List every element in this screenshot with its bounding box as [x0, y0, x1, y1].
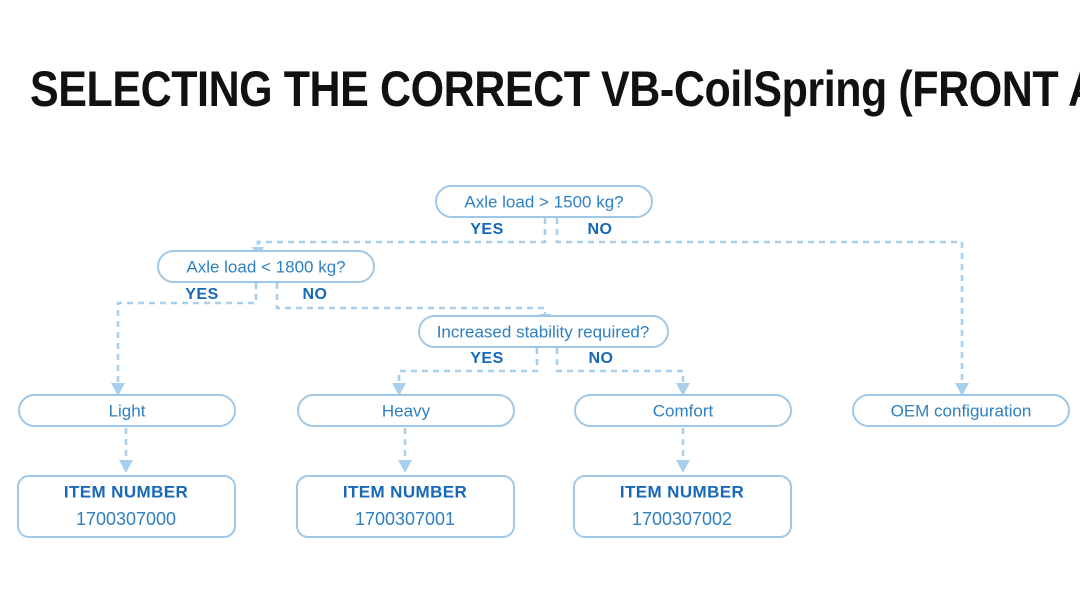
page-title: SELECTING THE CORRECT VB-CoilSpring (FRO… — [30, 61, 1080, 117]
edge-light-to-item-arrowhead — [119, 460, 133, 473]
item-number-card-light-box[interactable] — [17, 475, 236, 538]
item-number-card-heavy-value: 1700307001 — [355, 509, 455, 529]
item-number-card-light[interactable]: ITEM NUMBER 1700307000 — [17, 475, 236, 538]
decision-node-1-yes-label: YES — [470, 221, 504, 238]
edge-d2-no-to-d3 — [275, 283, 547, 318]
result-node-comfort-label: Comfort — [653, 401, 714, 420]
edge-d2-yes-arrowhead — [111, 383, 125, 396]
edge-comfort-to-item-arrowhead — [676, 460, 690, 473]
decision-node-2-label: Axle load < 1800 kg? — [186, 257, 345, 276]
result-node-oem[interactable]: OEM configuration — [852, 394, 1070, 427]
decision-node-increased-stability[interactable]: Increased stability required? — [418, 315, 669, 348]
item-number-card-comfort-label: ITEM NUMBER — [620, 482, 744, 501]
item-number-card-comfort-box[interactable] — [573, 475, 792, 538]
edge-d1-yes-to-d2 — [256, 218, 547, 251]
result-node-comfort[interactable]: Comfort — [574, 394, 792, 427]
item-number-card-heavy-box[interactable] — [296, 475, 515, 538]
edge-d1-no-to-oem — [555, 218, 964, 386]
item-number-card-comfort[interactable]: ITEM NUMBER 1700307002 — [573, 475, 792, 538]
result-node-heavy-label: Heavy — [382, 401, 431, 420]
decision-node-2-yes-label: YES — [185, 286, 219, 303]
result-node-heavy[interactable]: Heavy — [297, 394, 515, 427]
decision-node-1-no-label: NO — [588, 221, 613, 238]
edge-d3-no-arrowhead — [676, 383, 690, 396]
decision-node-3-box[interactable] — [418, 315, 669, 348]
edge-d1-no-arrowhead — [955, 383, 969, 396]
result-node-light-box[interactable] — [18, 394, 236, 427]
decision-node-2-box[interactable] — [157, 250, 375, 283]
item-number-card-light-value: 1700307000 — [76, 509, 176, 529]
result-node-oem-label: OEM configuration — [891, 401, 1032, 420]
edge-d3-yes-arrowhead — [392, 383, 406, 396]
result-node-oem-box[interactable] — [852, 394, 1070, 427]
result-node-heavy-box[interactable] — [297, 394, 515, 427]
result-node-comfort-box[interactable] — [574, 394, 792, 427]
decision-node-3-no-label: NO — [589, 350, 614, 367]
decision-node-3-label: Increased stability required? — [437, 322, 650, 341]
edge-d2-yes-to-light — [116, 283, 258, 386]
result-node-light-label: Light — [109, 401, 146, 420]
decision-node-2-no-label: NO — [303, 286, 328, 303]
decision-node-axle-load-1500[interactable]: Axle load > 1500 kg? — [435, 185, 653, 218]
decision-node-1-label: Axle load > 1500 kg? — [464, 192, 623, 211]
decision-node-3-yes-label: YES — [470, 350, 504, 367]
item-number-card-comfort-value: 1700307002 — [632, 509, 732, 529]
edge-d3-yes-to-heavy — [397, 348, 539, 386]
decision-node-1-box[interactable] — [435, 185, 653, 218]
decision-node-axle-load-1800[interactable]: Axle load < 1800 kg? — [157, 250, 375, 283]
item-number-card-light-label: ITEM NUMBER — [64, 482, 188, 501]
result-node-light[interactable]: Light — [18, 394, 236, 427]
item-number-card-heavy[interactable]: ITEM NUMBER 1700307001 — [296, 475, 515, 538]
edge-heavy-to-item-arrowhead — [398, 460, 412, 473]
item-number-card-heavy-label: ITEM NUMBER — [343, 482, 467, 501]
edge-d3-no-to-comfort — [555, 348, 685, 386]
